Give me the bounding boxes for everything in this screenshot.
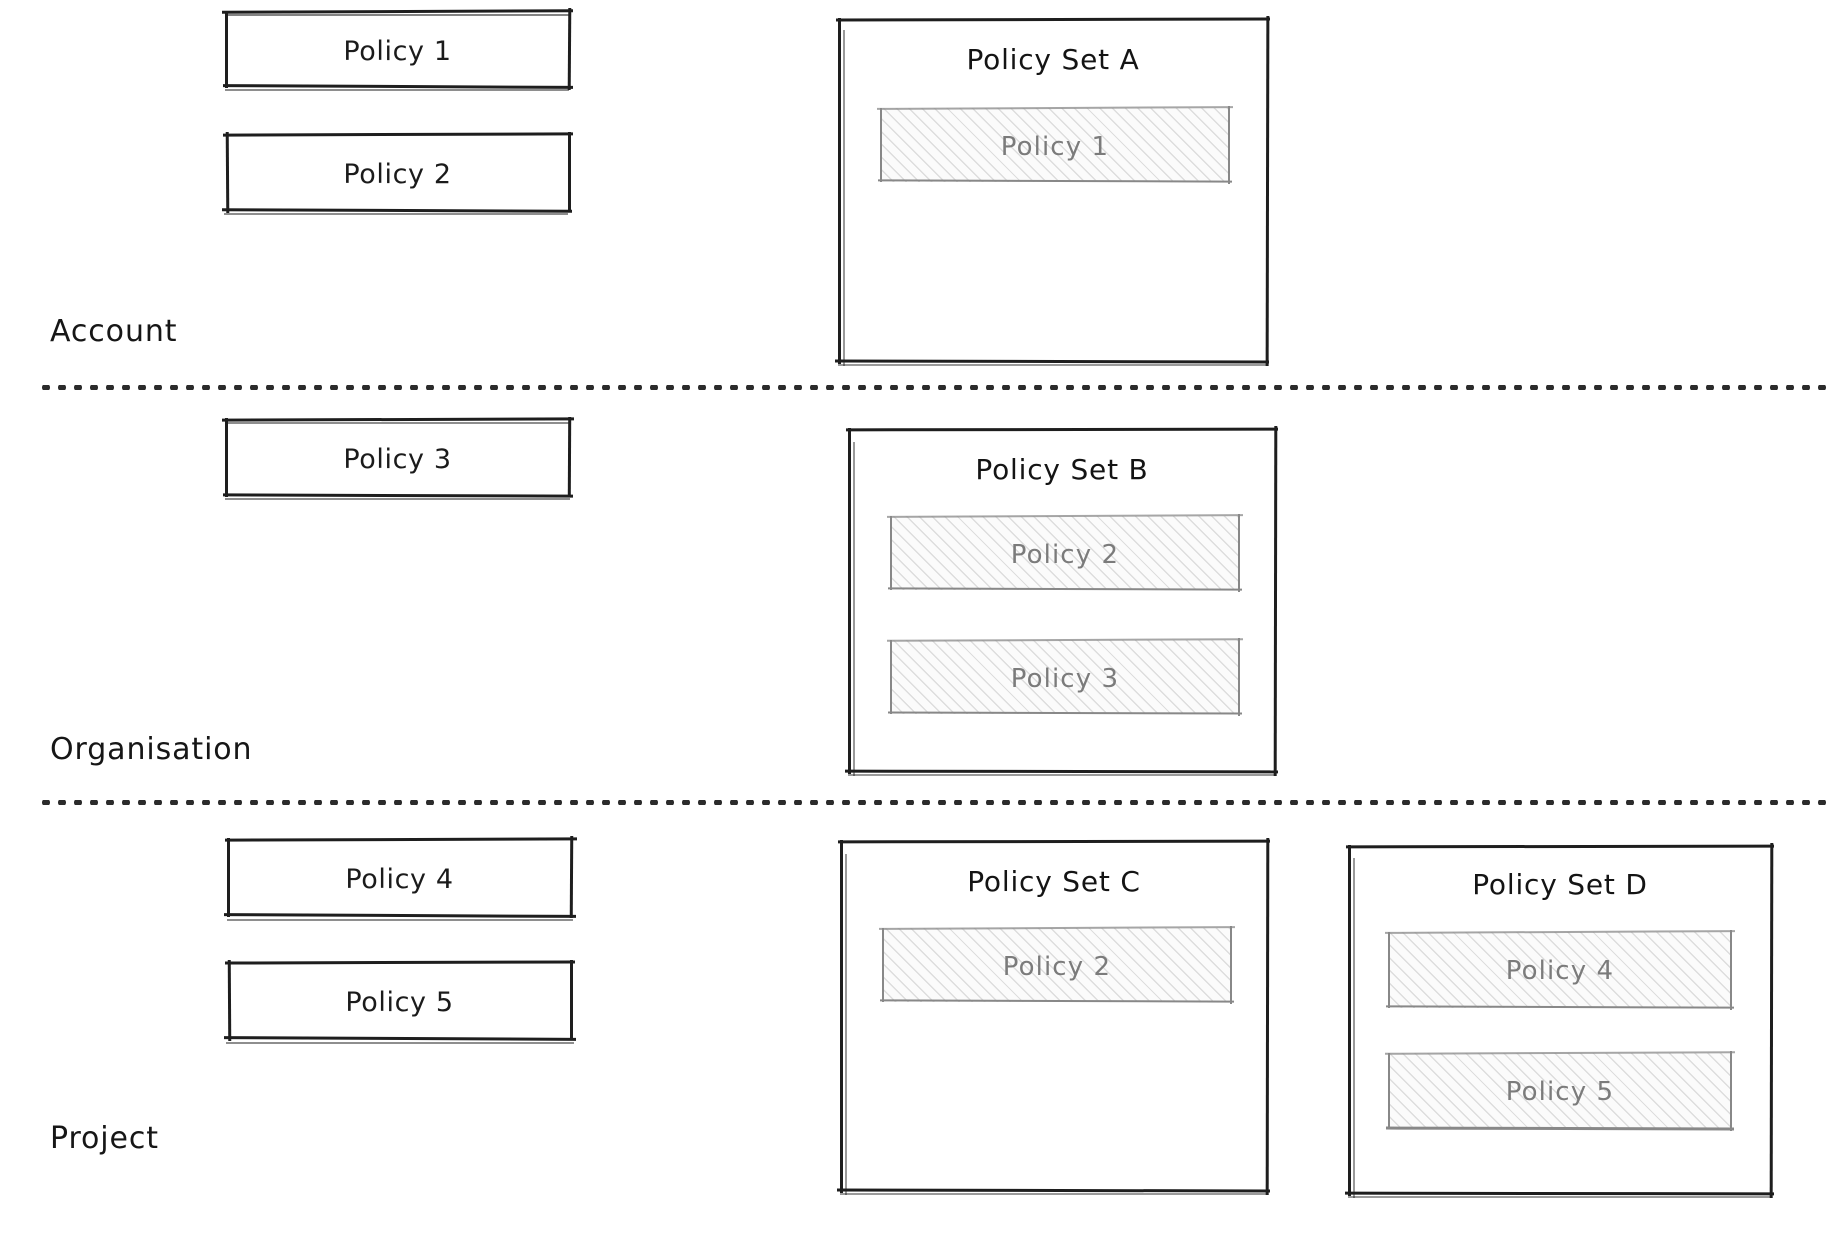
box-edge-left-2	[843, 30, 845, 366]
box-edge-bottom	[221, 208, 573, 213]
box-edge-left-2	[845, 854, 847, 1195]
policy-set-box-c[interactable]: Policy Set C Policy 2	[836, 837, 1271, 1196]
policy-set-title: Policy Set A	[966, 43, 1140, 76]
hatch-edge-top	[1384, 930, 1736, 934]
policy-member-box[interactable]: Policy 2	[886, 514, 1244, 592]
policy-box-policy-3[interactable]: Policy 3	[221, 416, 575, 500]
box-edge-top	[222, 132, 574, 137]
box-edge-top	[224, 837, 578, 842]
box-edge-bottom-2	[848, 774, 1274, 776]
box-edge-bottom	[844, 769, 1279, 774]
policy-box-policy-4[interactable]: Policy 4	[223, 835, 578, 921]
policy-box-label: Policy 5	[345, 987, 454, 1018]
policy-box-policy-5[interactable]: Policy 5	[223, 959, 577, 1044]
hatch-edge-bottom	[1385, 1126, 1735, 1131]
hatch-edge-bottom	[1385, 1005, 1735, 1009]
policy-set-box-a[interactable]: Policy Set A Policy 1	[834, 15, 1271, 367]
box-edge-bottom-2	[224, 213, 568, 215]
box-edge-top	[224, 960, 576, 965]
box-edge-top	[221, 9, 574, 14]
box-edge-bottom-2	[840, 1193, 1266, 1195]
box-edge-top	[837, 839, 1271, 844]
policy-box-label: Policy 3	[343, 444, 452, 475]
hatch-edge-top	[1384, 1051, 1736, 1055]
policy-set-box-d[interactable]: Policy Set D Policy 4 Policy 5	[1344, 842, 1775, 1199]
box-edge-bottom	[223, 1036, 577, 1041]
box-edge-top	[835, 17, 1271, 22]
policy-box-policy-2[interactable]: Policy 2	[221, 131, 574, 215]
box-edge-bottom	[222, 84, 574, 89]
box-edge-top	[845, 427, 1279, 432]
tier-label-organisation: Organisation	[50, 732, 253, 767]
policy-member-label: Policy 5	[1505, 1077, 1615, 1107]
policy-member-label: Policy 2	[1010, 540, 1120, 570]
box-edge-bottom	[223, 913, 577, 918]
policy-set-title: Policy Set D	[1472, 868, 1648, 901]
hatch-edge-top	[886, 514, 1244, 518]
policy-member-label: Policy 3	[1010, 664, 1120, 694]
hatch-edge-top	[876, 106, 1234, 110]
policy-member-box[interactable]: Policy 5	[1384, 1051, 1736, 1131]
box-edge-top	[1345, 844, 1775, 849]
policy-member-label: Policy 1	[1000, 132, 1110, 162]
box-edge-bottom-2	[1348, 1196, 1770, 1198]
policy-set-title: Policy Set C	[967, 865, 1141, 898]
tier-divider-account	[38, 385, 1826, 390]
policy-box-label: Policy 2	[343, 159, 452, 190]
hatch-edge-bottom	[887, 587, 1243, 591]
hatch-edge-top	[878, 926, 1236, 930]
policy-member-box[interactable]: Policy 3	[886, 638, 1244, 716]
tier-label-account: Account	[50, 314, 178, 349]
policy-member-box[interactable]: Policy 2	[878, 926, 1236, 1004]
tier-divider-organisation	[38, 800, 1826, 805]
policy-member-label: Policy 2	[1002, 952, 1112, 982]
policy-member-box[interactable]: Policy 1	[876, 106, 1234, 184]
box-edge-bottom-2	[227, 919, 573, 921]
policy-member-box[interactable]: Policy 4	[1384, 930, 1736, 1010]
box-edge-bottom	[1344, 1191, 1775, 1196]
box-edge-top	[221, 417, 575, 422]
box-edge-bottom-2	[838, 364, 1266, 366]
hatch-edge-bottom	[879, 999, 1235, 1003]
box-edge-bottom	[222, 493, 574, 498]
policy-set-title: Policy Set B	[975, 453, 1149, 486]
box-edge-left-2	[853, 442, 855, 776]
box-edge-bottom	[836, 1188, 1271, 1193]
policy-box-label: Policy 4	[345, 864, 454, 895]
box-edge-bottom-2	[225, 498, 570, 500]
policy-box-policy-1[interactable]: Policy 1	[221, 7, 574, 91]
tier-label-project: Project	[50, 1121, 159, 1156]
box-edge-left-2	[1353, 858, 1355, 1198]
policy-set-box-b[interactable]: Policy Set B Policy 2 Policy 3	[844, 425, 1279, 777]
box-edge-bottom-2	[226, 1042, 574, 1044]
policy-box-label: Policy 1	[343, 36, 452, 67]
hatch-edge-bottom	[877, 179, 1233, 183]
box-edge-top-2	[227, 422, 571, 424]
policy-member-label: Policy 4	[1505, 956, 1615, 986]
box-edge-bottom-2	[225, 89, 569, 91]
box-edge-bottom	[834, 359, 1270, 364]
hatch-edge-top	[886, 638, 1244, 642]
hatch-edge-bottom	[887, 711, 1243, 715]
box-edge-top-2	[227, 14, 571, 16]
